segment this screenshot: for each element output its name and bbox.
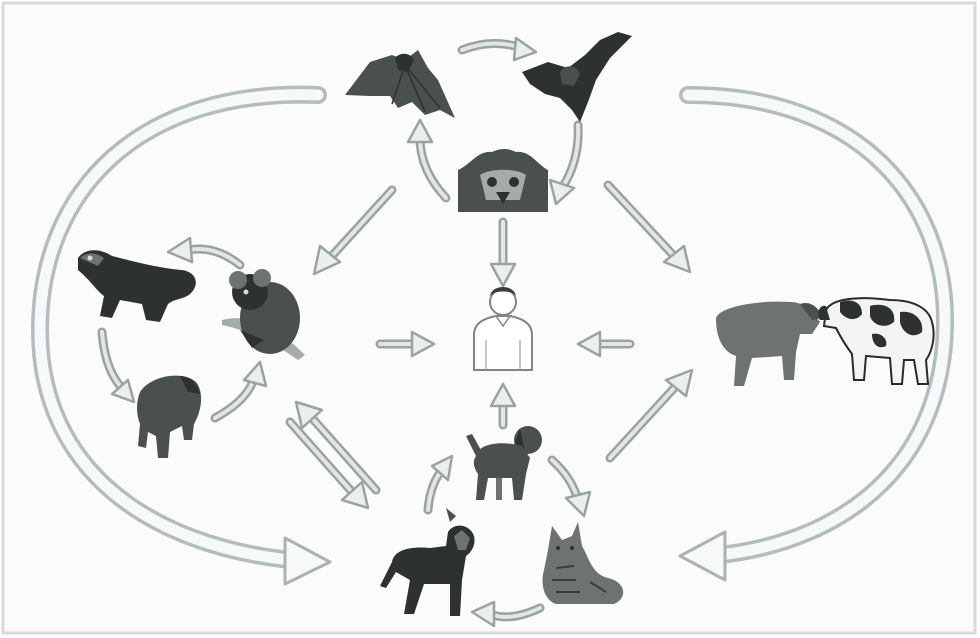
transmission-diagram xyxy=(0,0,980,638)
